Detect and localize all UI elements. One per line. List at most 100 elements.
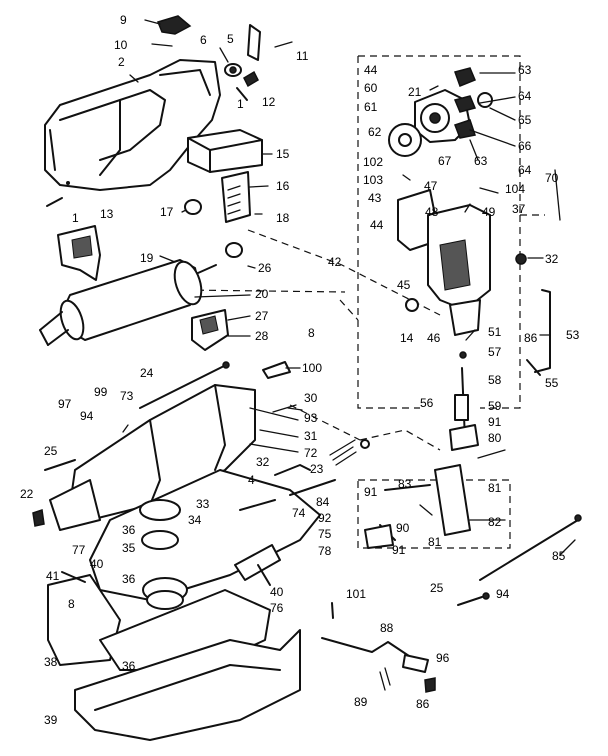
callout-label: 1 bbox=[72, 211, 79, 225]
rod bbox=[139, 365, 225, 409]
callout-label: 2 bbox=[118, 55, 125, 69]
callout-label: 66 bbox=[518, 139, 532, 153]
callout-label: 78 bbox=[318, 544, 332, 558]
callout-label: 63 bbox=[474, 154, 488, 168]
callout-label: 86 bbox=[524, 331, 538, 345]
callout-label: 67 bbox=[438, 154, 452, 168]
callout-label: 64 bbox=[518, 163, 532, 177]
callout-label: 91 bbox=[364, 485, 378, 499]
callout-label: 91 bbox=[392, 543, 406, 557]
callout-label: 40 bbox=[90, 557, 104, 571]
callout-label: 56 bbox=[420, 396, 434, 410]
callout-label: 38 bbox=[44, 655, 58, 669]
callout-label: 37 bbox=[512, 202, 526, 216]
callout-label: 25 bbox=[44, 444, 58, 458]
callout-label: 45 bbox=[397, 278, 411, 292]
callout-label: 90 bbox=[396, 521, 410, 535]
callout-label: 34 bbox=[188, 513, 202, 527]
callout-label: 93 bbox=[304, 411, 318, 425]
callout-label: 13 bbox=[100, 207, 114, 221]
callout-label: 62 bbox=[368, 125, 382, 139]
callout-label: 18 bbox=[276, 211, 290, 225]
callout-label: 46 bbox=[427, 331, 441, 345]
callout-label: 42 bbox=[328, 255, 342, 269]
callout-label: 19 bbox=[140, 251, 154, 265]
callout-label: 33 bbox=[196, 497, 210, 511]
callout-label: 99 bbox=[94, 385, 108, 399]
callout-label: 82 bbox=[488, 515, 502, 529]
callout-label: 43 bbox=[368, 191, 382, 205]
callout-label: 21 bbox=[408, 85, 422, 99]
callout-label: 20 bbox=[255, 287, 269, 301]
callout-label: 8 bbox=[68, 597, 75, 611]
callout-label: 11 bbox=[296, 49, 309, 63]
callout-label: 64 bbox=[518, 89, 532, 103]
callout-label: 23 bbox=[310, 462, 324, 476]
lower-mechanism bbox=[364, 351, 479, 549]
callout-label: 70 bbox=[545, 171, 559, 185]
bracket bbox=[57, 225, 101, 281]
callout-label: 97 bbox=[58, 397, 72, 411]
callout-label: 15 bbox=[276, 147, 290, 161]
housing-cover bbox=[44, 59, 221, 191]
callout-label: 48 bbox=[425, 205, 439, 219]
short-rod bbox=[457, 596, 483, 606]
callout-label: 60 bbox=[364, 81, 378, 95]
callout-label: 36 bbox=[122, 659, 136, 673]
callout-label: 25 bbox=[430, 581, 444, 595]
callout-label: 65 bbox=[518, 113, 532, 127]
callout-label: 5 bbox=[227, 32, 234, 46]
callout-label: 88 bbox=[380, 621, 394, 635]
callout-label: 74 bbox=[292, 506, 306, 520]
callout-label: 26 bbox=[258, 261, 272, 275]
callout-label: 80 bbox=[488, 431, 502, 445]
callout-label: 94 bbox=[80, 409, 94, 423]
callout-label: 58 bbox=[488, 373, 502, 387]
callout-label: 63 bbox=[518, 63, 532, 77]
callout-label: 102 bbox=[363, 155, 383, 169]
callout-label: 28 bbox=[255, 329, 269, 343]
callout-label: 44 bbox=[370, 218, 384, 232]
callout-label: 1 bbox=[237, 97, 244, 111]
left-small-parts bbox=[32, 424, 271, 586]
long-rod bbox=[479, 519, 579, 581]
callout-label: 14 bbox=[400, 331, 414, 345]
screw bbox=[236, 87, 248, 101]
callout-label: 84 bbox=[316, 495, 330, 509]
callout-label: 101 bbox=[346, 587, 366, 601]
callout-label: 94 bbox=[496, 587, 510, 601]
callout-label: 35 bbox=[122, 541, 136, 555]
base-plate bbox=[47, 574, 301, 741]
switch-parts bbox=[224, 24, 293, 88]
callout-label: 73 bbox=[120, 389, 134, 403]
callout-label: 81 bbox=[488, 481, 502, 495]
callout-label: 32 bbox=[256, 455, 270, 469]
callout-label: 72 bbox=[304, 446, 318, 460]
callout-label: 36 bbox=[122, 523, 136, 537]
callout-label: 6 bbox=[200, 33, 207, 47]
callout-label: 92 bbox=[318, 511, 332, 525]
callout-label: 85 bbox=[552, 549, 566, 563]
callout-label: 89 bbox=[354, 695, 368, 709]
motor-assembly bbox=[388, 67, 561, 336]
callout-label: 83 bbox=[398, 477, 412, 491]
callout-label: 86 bbox=[416, 697, 430, 711]
callout-label: 44 bbox=[364, 63, 378, 77]
screw bbox=[46, 197, 63, 207]
callout-label: 17 bbox=[160, 205, 174, 219]
callout-label: 61 bbox=[364, 100, 378, 114]
callout-label: 30 bbox=[304, 391, 318, 405]
callout-label: 103 bbox=[363, 173, 383, 187]
callout-label: 31 bbox=[304, 429, 318, 443]
callout-label: 59 bbox=[488, 399, 502, 413]
callout-label: 4 bbox=[248, 473, 255, 487]
callout-label: 91 bbox=[488, 415, 502, 429]
callout-label: 53 bbox=[566, 328, 580, 342]
roller bbox=[39, 242, 243, 346]
center-parts bbox=[234, 361, 370, 581]
knob bbox=[156, 15, 192, 35]
callout-label: 55 bbox=[545, 376, 559, 390]
callout-label: 22 bbox=[20, 487, 34, 501]
callout-label: 75 bbox=[318, 527, 332, 541]
clamp bbox=[191, 309, 229, 351]
